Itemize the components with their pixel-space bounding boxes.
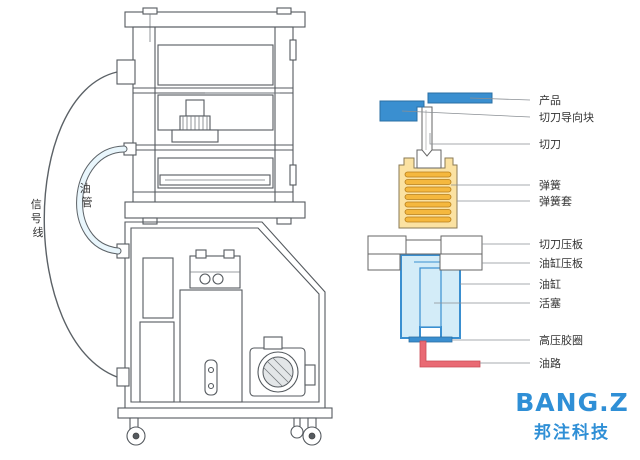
label-oil_path: 油路 xyxy=(539,356,561,370)
leader-product xyxy=(469,97,531,101)
spring-shape xyxy=(404,171,452,223)
oil-pipe-label: 油 管 xyxy=(80,181,95,209)
mold-top-bolt xyxy=(142,7,158,15)
label-spring_sleeve: 弹簧套 xyxy=(539,194,572,208)
label-cutter: 切刀 xyxy=(539,138,561,151)
leader-cutter_guide_block xyxy=(401,110,531,118)
label-product: 产品 xyxy=(539,93,561,107)
product-shape xyxy=(427,92,493,104)
hydraulic-unit xyxy=(116,221,333,446)
spring-coil xyxy=(404,201,452,208)
brand-logo: BANG.Z 邦注科技 xyxy=(515,388,628,443)
caster-wheel xyxy=(302,417,322,446)
label-cylinder: 油缸 xyxy=(539,277,561,291)
cutter-plate-right xyxy=(440,235,483,255)
spring-coil xyxy=(404,179,452,185)
cylinder-plate-left xyxy=(367,253,401,271)
mold-assembly xyxy=(116,7,306,225)
spring-coil xyxy=(404,216,452,223)
cabinet-panel xyxy=(139,321,175,403)
motor-terminal-box xyxy=(263,336,283,350)
signal-cable xyxy=(43,71,118,378)
label-cylinder_plate: 油缸压板 xyxy=(539,256,583,270)
cutter-blade xyxy=(421,106,433,157)
cabinet-panel xyxy=(142,257,174,319)
caster-wheel xyxy=(290,417,304,439)
spring-coil xyxy=(404,186,452,193)
spring-coil xyxy=(404,171,452,178)
pump-housing xyxy=(179,289,243,403)
spring-coil xyxy=(404,194,452,200)
cylinder-plate-right xyxy=(439,253,483,271)
mold-cutter-head xyxy=(185,99,205,117)
mold-bottom-plate xyxy=(124,201,306,219)
oil-path-shape xyxy=(419,340,481,368)
oil-level-gauge xyxy=(204,359,218,396)
brand-name: BANG.Z xyxy=(515,388,628,417)
label-seal: 高压胶圈 xyxy=(539,333,583,347)
high-pressure-seal xyxy=(408,336,453,343)
cabinet-base xyxy=(117,407,333,419)
cutter-cross-section xyxy=(367,92,493,368)
brand-subtitle: 邦注科技 xyxy=(534,422,610,443)
part-leaders xyxy=(401,97,531,364)
signal-connector xyxy=(116,59,136,85)
signal-line-label: 信 号 线 xyxy=(31,198,46,239)
mold-top-bolt xyxy=(276,7,292,15)
cutter-plate-left xyxy=(367,235,407,255)
spring-coil xyxy=(404,209,452,215)
label-piston: 活塞 xyxy=(539,296,561,310)
leader-cutter xyxy=(429,133,530,145)
label-cutter_guide_block: 切刀导向块 xyxy=(539,110,594,124)
label-cutter_plate: 切刀压板 xyxy=(539,237,583,251)
label-spring: 弹簧 xyxy=(539,178,561,192)
piston-shape xyxy=(419,267,442,328)
cabinet-signal-fitting xyxy=(116,367,130,387)
caster-wheel xyxy=(126,417,146,446)
mold-cavity-plate xyxy=(157,44,274,86)
